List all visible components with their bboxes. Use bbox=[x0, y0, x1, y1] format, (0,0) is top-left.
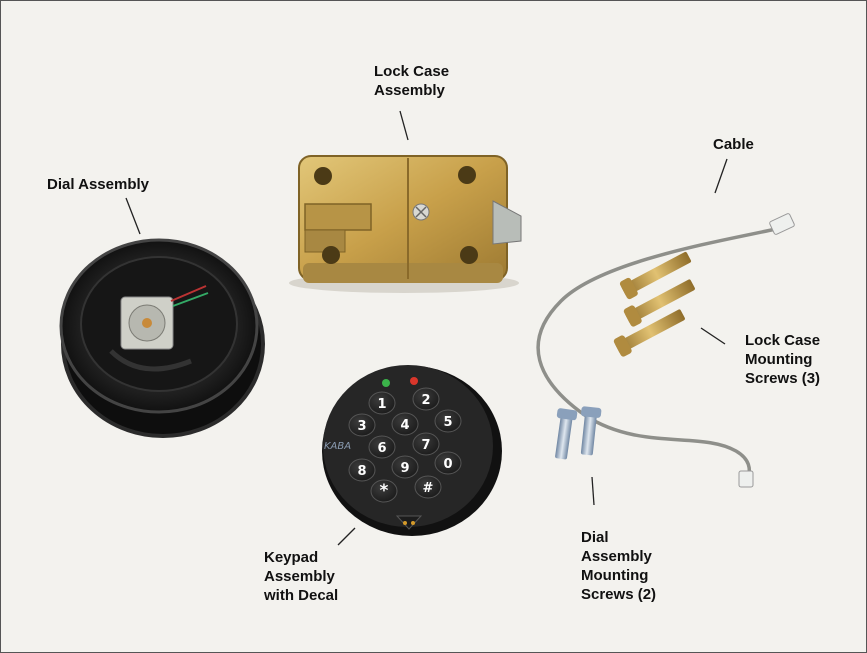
keypad-key-label: 2 bbox=[421, 393, 430, 408]
led-green bbox=[382, 379, 390, 387]
keypad-key bbox=[412, 432, 440, 456]
keypad-key bbox=[348, 413, 376, 437]
label-dial-assembly-mounting-screws: Dial Assembly Mounting Screws (2) bbox=[581, 529, 657, 603]
keypad-key bbox=[391, 455, 419, 479]
dial-assembly bbox=[59, 238, 265, 438]
keypad-brand: KABA bbox=[324, 441, 351, 452]
keypad-key-label: 0 bbox=[443, 457, 452, 472]
keypad-key-label: 5 bbox=[443, 415, 452, 430]
keypad-key-label: 7 bbox=[421, 438, 430, 453]
led-red bbox=[410, 377, 418, 385]
keypad-key bbox=[368, 435, 396, 459]
lock-case-assembly bbox=[289, 155, 522, 293]
cable bbox=[536, 213, 795, 488]
keypad-key-label: 6 bbox=[377, 441, 386, 456]
keypad-key bbox=[391, 412, 419, 436]
keypad-key bbox=[434, 451, 462, 475]
callout-lines bbox=[125, 110, 728, 546]
keypad-key bbox=[412, 387, 440, 411]
keypad-key bbox=[368, 391, 396, 415]
keypad-key-label: * bbox=[380, 481, 389, 501]
label-dial-assembly: Dial Assembly bbox=[47, 176, 149, 193]
keypad-key bbox=[348, 458, 376, 482]
label-lock-case-mounting-screws: Lock Case Mounting Screws (3) bbox=[745, 332, 821, 387]
keypad-key bbox=[414, 475, 442, 499]
keypad-key-label: 1 bbox=[377, 397, 386, 412]
keypad-key-label: # bbox=[423, 481, 434, 496]
keypad-key-label: 3 bbox=[357, 419, 366, 434]
label-cable: Cable bbox=[713, 136, 754, 153]
keypad-keys: 1 2 3 4 5 6 7 8 9 0 * # bbox=[348, 387, 462, 503]
dial-screws bbox=[555, 406, 602, 460]
keypad-key-label: 8 bbox=[357, 464, 366, 479]
keypad-key bbox=[434, 409, 462, 433]
keypad-assembly: KABA 1 2 3 4 5 6 7 8 9 0 * # bbox=[322, 365, 502, 536]
keypad-key-label: 4 bbox=[400, 418, 409, 433]
label-keypad-assembly: Keypad Assembly with Decal bbox=[264, 549, 339, 604]
lock-case-screws bbox=[613, 251, 695, 357]
keypad-key bbox=[370, 479, 398, 503]
keypad-key-label: 9 bbox=[400, 461, 409, 476]
label-lock-case-assembly: Lock Case Assembly bbox=[374, 63, 450, 99]
